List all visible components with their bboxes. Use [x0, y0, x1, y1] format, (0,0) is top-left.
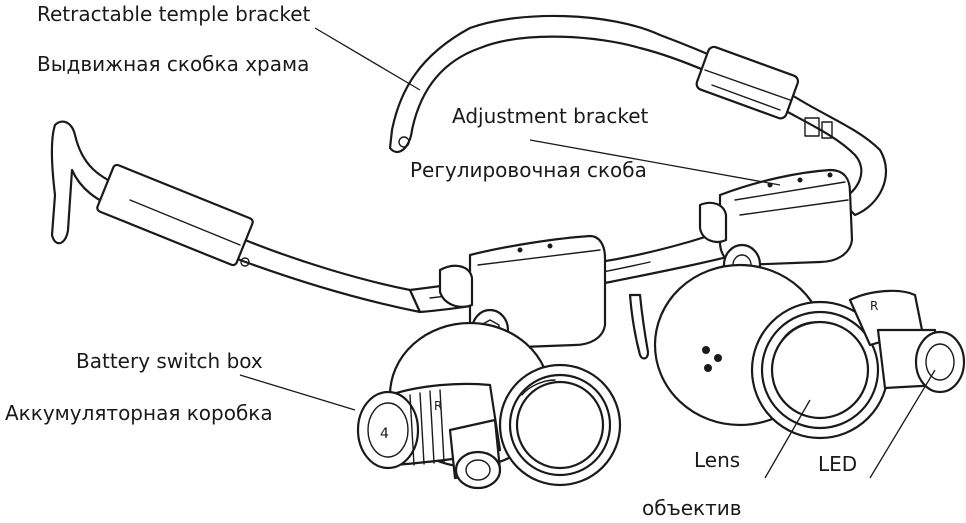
retractable-label-en: Retractable temple bracket	[37, 2, 311, 26]
leader-lines	[239, 27, 936, 479]
right-led-stalk: R	[848, 289, 966, 394]
left-lens	[498, 363, 622, 487]
adjustment-label-en: Adjustment bracket	[452, 104, 649, 128]
lens-label-en: Lens	[694, 448, 741, 472]
battery-label-en: Battery switch box	[76, 349, 263, 373]
led-label: LED	[818, 452, 858, 476]
right-lens	[750, 300, 890, 440]
lens-label-ru: объектив	[642, 496, 742, 520]
left-temple-arm	[50, 120, 422, 314]
adjustment-label-ru: Регулировочная скоба	[410, 158, 647, 182]
left-led-stalk	[448, 418, 502, 490]
svg-text:4: 4	[380, 426, 389, 442]
retractable-label-ru: Выдвижная скобка храма	[37, 52, 310, 76]
svg-text:R: R	[870, 299, 878, 313]
svg-text:R: R	[434, 399, 442, 413]
battery-label-ru: Аккумуляторная коробка	[5, 401, 273, 425]
